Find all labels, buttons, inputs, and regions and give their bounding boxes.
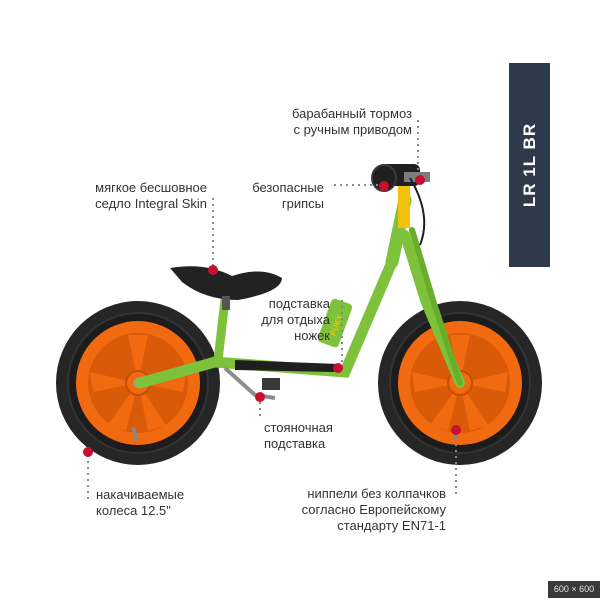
front-wheel [378,301,542,465]
callout-valves: ниппели без колпачков согласно Европейск… [301,486,446,533]
model-banner: LR 1L BR [509,63,550,267]
callout-leaders [87,120,457,500]
callout-grips: безопасные грипсы [252,180,324,211]
callout-kickstand: стояночная подставка [264,420,333,451]
callout-wheels: накачиваемые колеса 12.5" [96,487,185,518]
callout-dots [83,175,461,457]
saddle [170,266,282,310]
handlebar [371,164,430,228]
callout-saddle: мягкое бесшовное седло Integral Skin [95,180,207,211]
model-name: LR 1L BR [519,122,539,208]
rear-wheel [56,301,220,465]
image-size-badge: 600 × 600 [548,581,600,598]
callout-footrest: подставка для отдыха ножек [261,296,330,343]
callout-brake: барабанный тормоз с ручным приводом [291,106,412,137]
